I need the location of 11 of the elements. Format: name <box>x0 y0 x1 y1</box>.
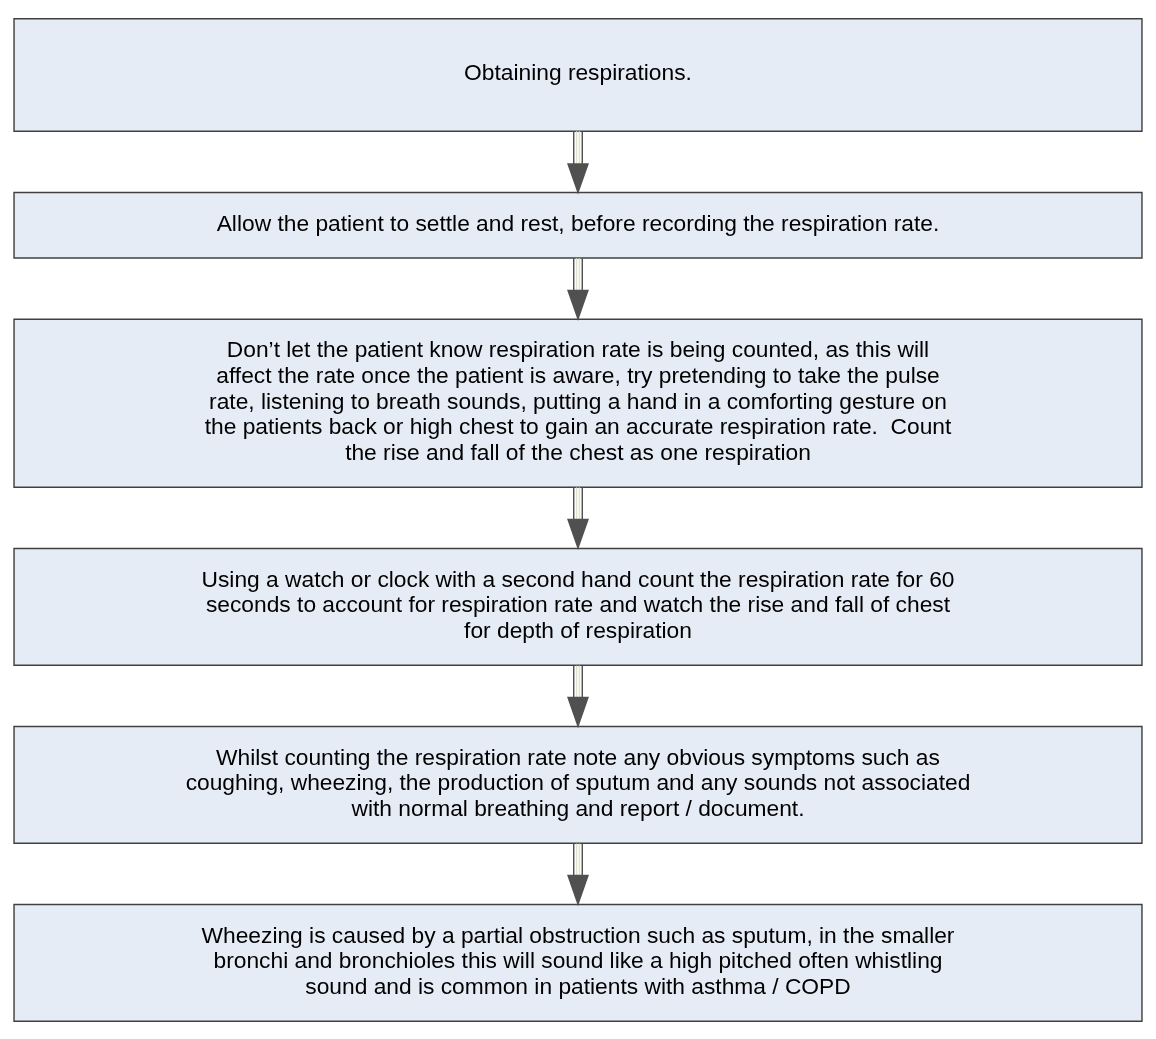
arrow <box>567 842 589 906</box>
arrow <box>567 486 589 550</box>
node-box: Obtaining respirations. <box>13 17 1143 132</box>
arrow <box>567 130 589 195</box>
node-box: Whilst counting the respiration rate note any obvious symptoms such as coughing, wheezing, the production of sputum and any sounds not associated with normal breathing and report / document. <box>13 725 1143 844</box>
node-box: Allow the patient to settle and rest, before recording the respiration rate. <box>13 191 1143 259</box>
arrow <box>567 664 589 728</box>
node-box: Wheezing is caused by a partial obstruction such as sputum, in the smaller bronchi and bronchioles this will sound like a high pitched often whistling sound and is common in patients with asthma / COPD <box>13 903 1143 1022</box>
node-box: Using a watch or clock with a second hand count the respiration rate for 60 seconds to account for respiration rate and watch the rise and fall of chest for depth of respiration <box>13 547 1143 666</box>
arrow <box>567 257 589 321</box>
node-box: Don’t let the patient know respiration rate is being counted, as this will affect the rate once the patient is aware, try pretending to take the pulse rate, listening to breath sounds, putting a hand in a comforting gesture on the patients back or high chest to gain an accurate respiration rate. Count the rise and fall of the chest as one respiration <box>13 318 1143 488</box>
